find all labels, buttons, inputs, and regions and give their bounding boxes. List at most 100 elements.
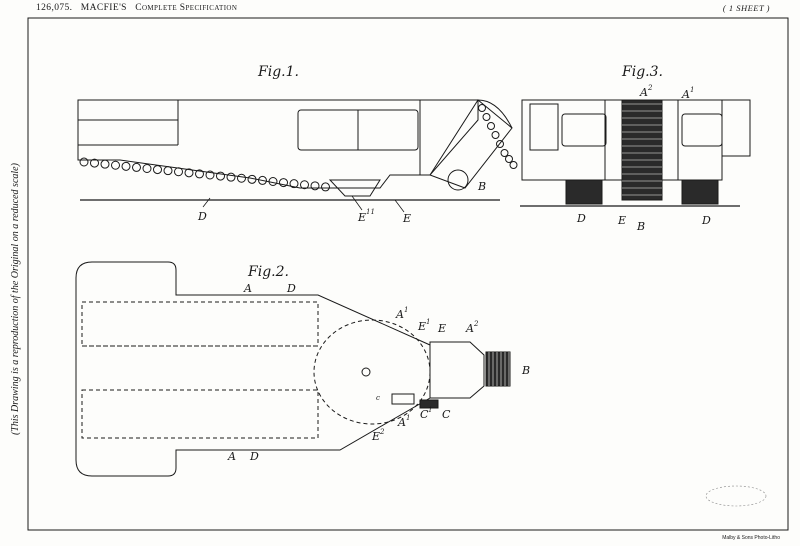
fig2-cutter-lines xyxy=(488,352,510,386)
fig2-worm xyxy=(419,399,439,409)
fig1-label-e11: E xyxy=(357,211,366,224)
track-tooth xyxy=(132,162,141,172)
printer-mark: Malby & Sons Photo-Litho xyxy=(722,535,780,541)
fig2-drum-housing xyxy=(429,341,485,399)
track-tooth xyxy=(184,168,194,178)
track-tooth xyxy=(258,175,267,185)
fig1-track-teeth xyxy=(79,104,518,192)
track-tooth xyxy=(482,113,491,121)
track-tooth xyxy=(216,171,225,181)
fig3-right-housing xyxy=(721,99,751,157)
fig1-label-d: D xyxy=(197,210,207,223)
track-tooth xyxy=(174,167,183,177)
track-tooth xyxy=(509,161,518,169)
fig1-label-b: B xyxy=(477,180,486,193)
fig1-front-track xyxy=(429,99,513,189)
track-tooth xyxy=(195,169,204,179)
track-tooth xyxy=(310,181,320,191)
fig2-label-c1-sup: 1 xyxy=(428,406,432,414)
fig2-label-a1-low: A xyxy=(397,416,406,429)
fig2-label-a-top: A xyxy=(243,282,252,295)
fig3-center-track xyxy=(621,99,663,201)
fig1-label-e: E xyxy=(402,212,411,225)
fig3-right-window xyxy=(681,113,723,147)
fig2-gear-box xyxy=(391,393,415,405)
fig3-label-a1-sup: 1 xyxy=(690,86,694,94)
fig2-label-b: B xyxy=(521,364,530,377)
track-tooth xyxy=(289,179,299,189)
fig1-drawing xyxy=(77,99,513,201)
track-tooth xyxy=(153,165,162,175)
fig1-label-e11-sup: 11 xyxy=(366,208,375,216)
track-tooth xyxy=(79,157,89,167)
fig3-drawing xyxy=(520,99,751,207)
fig2-cutter xyxy=(485,351,511,387)
fig2-label-a-bot: A xyxy=(227,450,236,463)
track-tooth xyxy=(100,159,110,169)
track-tooth xyxy=(478,104,486,112)
fig2-track-bottom xyxy=(81,389,319,439)
fig2-label-e2-sup: 2 xyxy=(379,428,385,436)
fig2-track-top xyxy=(81,301,319,347)
track-tooth xyxy=(268,177,278,186)
track-tooth xyxy=(500,149,509,157)
track-tooth xyxy=(163,166,173,176)
fig3-left-window xyxy=(561,113,607,147)
spec-header: 126,075. MACFIE'S Complete Specification xyxy=(36,3,237,13)
track-tooth xyxy=(90,158,99,168)
fig2-label-e1: E xyxy=(417,320,426,333)
track-tooth xyxy=(321,182,330,192)
fig3-label-e: E xyxy=(617,214,626,227)
fig2-pivot xyxy=(361,367,371,377)
fig2-drawing xyxy=(75,261,511,477)
fig2-label-c1: C xyxy=(420,408,429,421)
sheet-label: ( 1 SHEET ) xyxy=(722,3,770,13)
fig2-title: Fig.2. xyxy=(247,264,289,280)
fig2-label-d-bot: D xyxy=(249,450,259,463)
fig3-label-b: B xyxy=(636,220,645,233)
track-tooth xyxy=(505,155,513,163)
fig2-label-a2-sup: 2 xyxy=(473,320,479,328)
track-tooth xyxy=(121,161,131,171)
track-tooth xyxy=(142,164,152,173)
fig3-left-housing xyxy=(529,103,559,151)
track-tooth xyxy=(237,173,246,183)
track-tooth xyxy=(205,170,215,180)
faint-stamp xyxy=(705,485,767,507)
fig3-label-a2-sup: 2 xyxy=(647,84,653,92)
fig2-label-e: E xyxy=(437,322,446,335)
spec-title: Complete Specification xyxy=(135,3,238,13)
fig1-title: Fig.1. xyxy=(257,64,299,80)
fig3-track-stripes xyxy=(622,103,662,196)
track-tooth xyxy=(279,178,288,188)
fig3-right-track xyxy=(681,179,719,205)
fig1-drum xyxy=(447,169,469,191)
fig1-hopper xyxy=(328,179,381,197)
fig3-left-track xyxy=(565,179,603,205)
fig2-plan-outline xyxy=(75,261,431,477)
fig3-label-d-right: D xyxy=(701,214,711,227)
track-tooth xyxy=(491,131,500,139)
fig2-label-d-top: D xyxy=(286,282,296,295)
fig2-label-a1-sup: 1 xyxy=(404,306,408,314)
track-tooth xyxy=(300,180,309,190)
track-tooth xyxy=(247,174,257,184)
patent-number: 126,075. xyxy=(36,3,73,13)
track-tooth xyxy=(226,172,236,182)
track-tooth xyxy=(487,122,495,130)
fig3-label-a1: A xyxy=(681,88,690,101)
track-tooth xyxy=(111,160,120,170)
fig2-label-e1-sup: 1 xyxy=(426,318,430,326)
sheet-border xyxy=(27,17,789,531)
track-tooth xyxy=(496,140,504,148)
fig2-label-a1-low-sup: 1 xyxy=(406,414,410,422)
fig3-label-a2: A xyxy=(639,86,648,99)
fig2-label-a1: A xyxy=(395,308,404,321)
fig2-label-c-small: c xyxy=(376,394,380,402)
fig3-label-d-left: D xyxy=(576,212,586,225)
fig2-label-c: C xyxy=(442,408,451,421)
applicant-name: MACFIE'S xyxy=(80,3,127,13)
fig2-label-e2: E xyxy=(371,430,380,443)
fig2-label-a2: A xyxy=(465,322,474,335)
